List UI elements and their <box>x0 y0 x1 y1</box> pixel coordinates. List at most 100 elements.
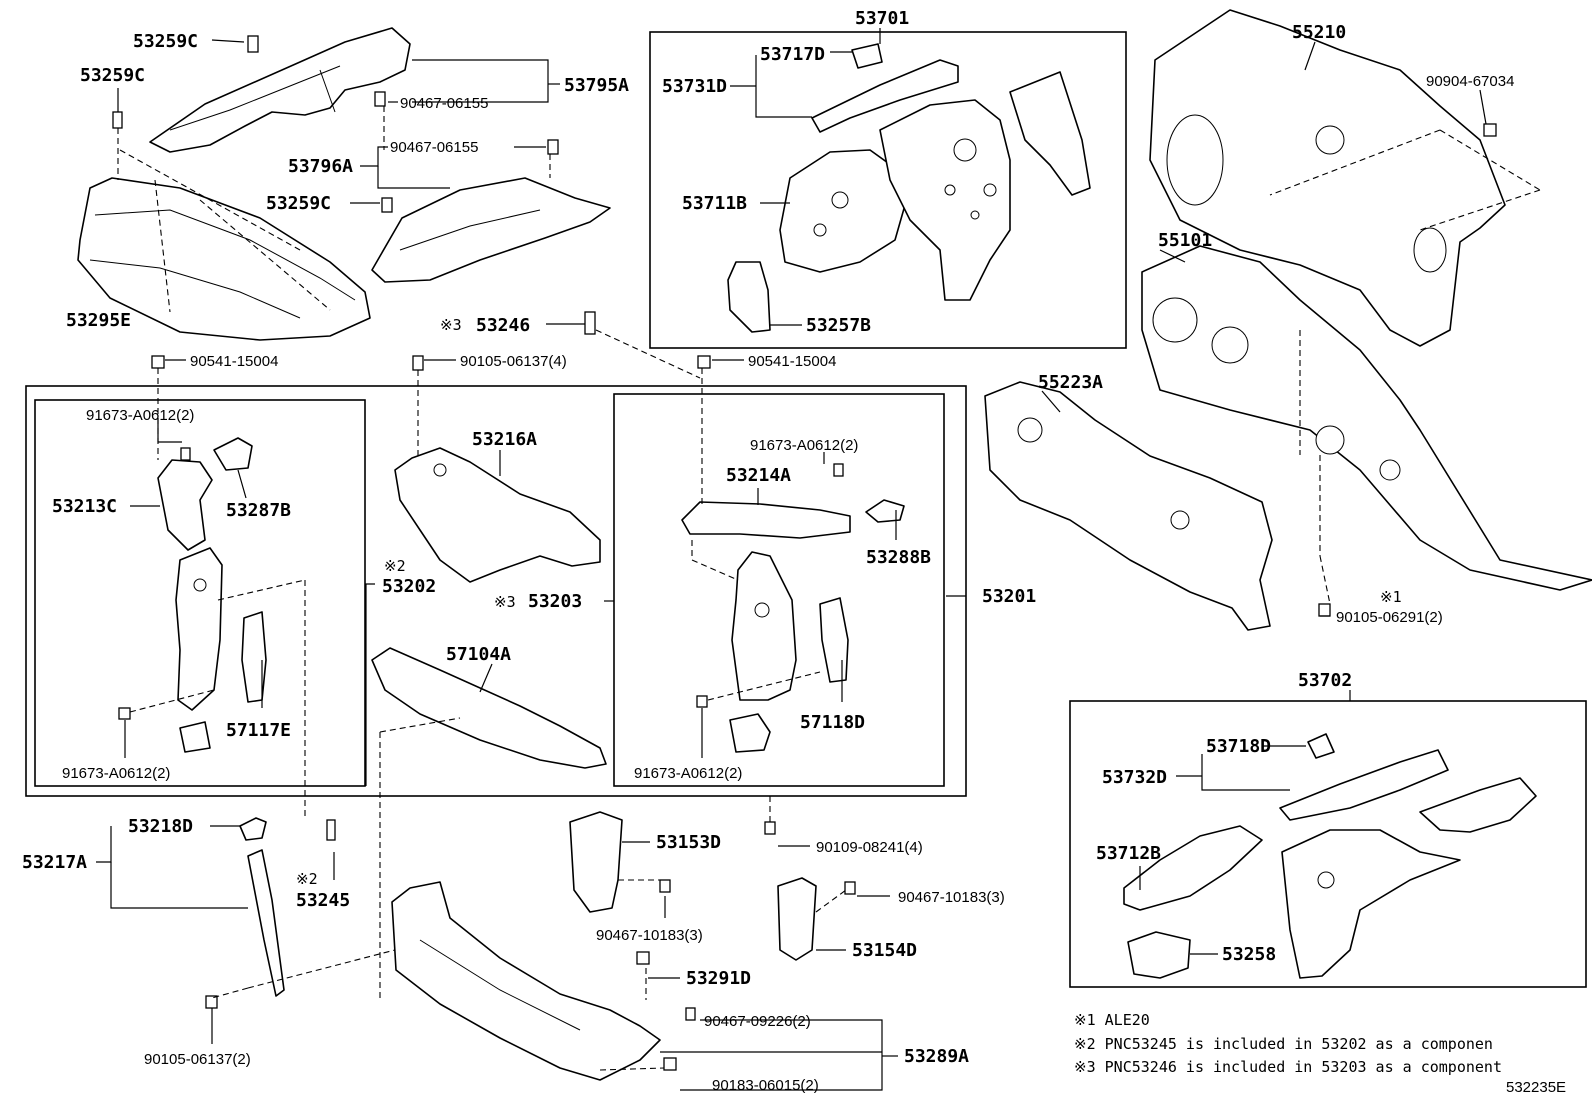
label-57104a: 57104A <box>446 644 511 665</box>
part-55101-dash-panel <box>1141 245 1592 591</box>
part-53258-bracket <box>1127 931 1191 979</box>
label-53214a: 53214A <box>726 465 791 486</box>
label-53712b: 53712B <box>1096 843 1161 864</box>
part-53213c-bracket <box>157 459 213 551</box>
part-53702-inner-panel <box>1281 829 1461 979</box>
label-90467-09226: 90467-09226(2) <box>704 1013 811 1030</box>
label-91673-a0612-b: 91673-A0612(2) <box>750 437 858 454</box>
label-53203: 53203 <box>528 591 582 612</box>
box-53701 <box>649 31 1127 349</box>
part-55223a-insulator <box>984 381 1273 631</box>
part-53796a-duct <box>371 177 611 283</box>
label-53258: 53258 <box>1222 944 1276 965</box>
label-90105-06291: 90105-06291(2) <box>1336 609 1443 626</box>
diagram-code: 532235E <box>1506 1079 1566 1096</box>
label-53287b: 53287B <box>226 500 291 521</box>
part-53154d-plate <box>777 877 817 961</box>
label-53201: 53201 <box>982 586 1036 607</box>
label-53154d: 53154D <box>852 940 917 961</box>
label-90904-67034: 90904-67034 <box>1426 73 1514 90</box>
box-53702 <box>1069 700 1587 988</box>
label-90541-15004-a: 90541-15004 <box>190 353 278 370</box>
label-53731d: 53731D <box>662 76 727 97</box>
part-53731d-apron <box>811 43 959 133</box>
label-91673-a0612-a: 91673-A0612(2) <box>86 407 194 424</box>
part-53288b-bracket <box>865 499 905 523</box>
label-53259c-left: 53259C <box>80 65 145 86</box>
part-53702-side-bracket <box>1419 777 1537 833</box>
label-90105-06137-2: 90105-06137(2) <box>144 1051 251 1068</box>
label-91673-a0612-c: 91673-A0612(2) <box>62 765 170 782</box>
label-90467-06155-b: 90467-06155 <box>390 139 478 156</box>
box-53202 <box>34 399 366 787</box>
part-53214a-upper-bracket <box>681 501 851 539</box>
box-53201 <box>25 385 967 797</box>
part-53701-inner-panel <box>879 99 1011 301</box>
label-90183-06015: 90183-06015(2) <box>712 1077 819 1094</box>
label-53259c-top: 53259C <box>133 31 198 52</box>
part-53153d-plate <box>569 811 623 913</box>
footnote-1: ※1 ALE20 <box>1074 1011 1150 1029</box>
label-90541-15004-b: 90541-15004 <box>748 353 836 370</box>
label-53717d: 53717D <box>760 44 825 65</box>
part-53732d-apron <box>1279 733 1449 821</box>
footnote-2: ※2 PNC53245 is included in 53202 as a co… <box>1074 1035 1493 1053</box>
label-53202: 53202 <box>382 576 436 597</box>
part-57104a-lower-support <box>371 647 607 769</box>
part-53712b-wheelhouse <box>1123 825 1263 911</box>
box-53203 <box>613 393 945 787</box>
label-53257b: 53257B <box>806 315 871 336</box>
label-53291d: 53291D <box>686 968 751 989</box>
label-53795a: 53795A <box>564 75 629 96</box>
footnote-3: ※3 PNC53246 is included in 53203 as a co… <box>1074 1058 1502 1076</box>
label-55210: 55210 <box>1292 22 1346 43</box>
label-53216a: 53216A <box>472 429 537 450</box>
leader-lines <box>96 28 1487 1091</box>
label-53218d: 53218D <box>128 816 193 837</box>
label-53288b: 53288B <box>866 547 931 568</box>
part-53711b-wheelhouse <box>779 149 906 273</box>
label-53701: 53701 <box>855 8 909 29</box>
part-53257b-bracket <box>727 261 771 333</box>
mark-1-90105-06291: ※1 <box>1380 588 1402 606</box>
part-53203-side-support <box>731 551 797 701</box>
label-90467-10183-a: 90467-10183(3) <box>898 889 1005 906</box>
part-53217a-brace <box>239 817 285 997</box>
part-57118d-seal <box>729 597 849 753</box>
label-53295e: 53295E <box>66 310 131 331</box>
label-53702: 53702 <box>1298 670 1352 691</box>
label-57118d: 57118D <box>800 712 865 733</box>
label-53246: 53246 <box>476 315 530 336</box>
label-53153d: 53153D <box>656 832 721 853</box>
part-53202-side-support <box>175 547 223 711</box>
part-53287b-bracket <box>213 437 253 471</box>
part-53295e-cover <box>77 177 371 341</box>
part-labels: 53259C 53259C 53795A 90467-06155 90467-0… <box>22 8 1514 1094</box>
label-53259c-mid: 53259C <box>266 193 331 214</box>
assembly-lines <box>117 106 1541 1071</box>
part-53795a-duct <box>149 27 411 153</box>
label-53732d: 53732D <box>1102 767 1167 788</box>
label-53217a: 53217A <box>22 852 87 873</box>
label-90467-06155-a: 90467-06155 <box>400 95 488 112</box>
part-55210-silencer <box>1149 9 1506 347</box>
label-53711b: 53711B <box>682 193 747 214</box>
mark-2-53245: ※2 <box>296 870 318 888</box>
part-57117e-seal <box>179 611 267 753</box>
label-53213c: 53213C <box>52 496 117 517</box>
label-57117e: 57117E <box>226 720 291 741</box>
footnotes: ※1 ALE20 ※2 PNC53245 is included in 5320… <box>1074 1011 1566 1096</box>
label-55101: 55101 <box>1158 230 1212 251</box>
label-53718d: 53718D <box>1206 736 1271 757</box>
label-53796a: 53796A <box>288 156 353 177</box>
label-53245: 53245 <box>296 890 350 911</box>
label-90467-10183-b: 90467-10183(3) <box>596 927 703 944</box>
part-53216a-upper-support <box>394 447 601 583</box>
label-55223a: 55223A <box>1038 372 1103 393</box>
label-90109-08241: 90109-08241(4) <box>816 839 923 856</box>
part-53701-side-bracket <box>1009 71 1091 196</box>
label-90105-06137-4: 90105-06137(4) <box>460 353 567 370</box>
label-53289a: 53289A <box>904 1046 969 1067</box>
mark-2-53202: ※2 <box>384 557 406 575</box>
